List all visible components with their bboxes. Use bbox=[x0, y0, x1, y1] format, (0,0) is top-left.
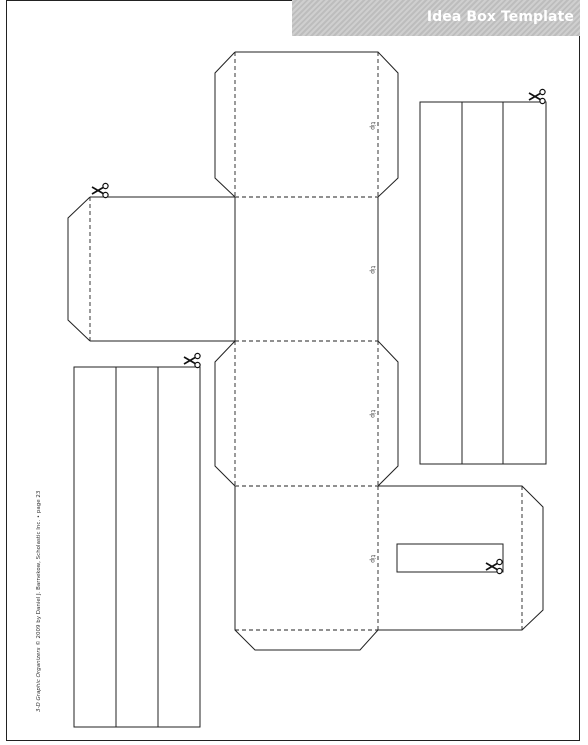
strip-right bbox=[419, 101, 547, 465]
flap-top bbox=[214, 51, 399, 198]
scissors-icon bbox=[183, 352, 201, 369]
page-title: Idea Box Template bbox=[426, 9, 574, 25]
credit-title: 3-D Graphic Organizers bbox=[36, 647, 42, 712]
header-band: Idea Box Template bbox=[292, 0, 580, 36]
tab-label: tip bbox=[369, 555, 376, 563]
cut-slot bbox=[396, 543, 504, 573]
scissors-icon bbox=[91, 182, 109, 199]
main-column bbox=[214, 197, 399, 651]
tab-label: tip bbox=[369, 410, 376, 418]
tab-label: tip bbox=[369, 266, 376, 274]
flap-right bbox=[378, 485, 544, 631]
strip-left bbox=[73, 366, 201, 728]
copyright-credit: 3-D Graphic Organizers © 2009 by Daniel … bbox=[36, 491, 42, 712]
credit-rest: © 2009 by Daniel J. Barnekow, Scholastic… bbox=[36, 490, 42, 648]
tab-label: tip bbox=[369, 122, 376, 130]
fold-lines bbox=[89, 52, 523, 631]
scissors-icon bbox=[485, 558, 503, 575]
scissors-icon bbox=[528, 88, 546, 105]
flap-left bbox=[67, 196, 235, 342]
